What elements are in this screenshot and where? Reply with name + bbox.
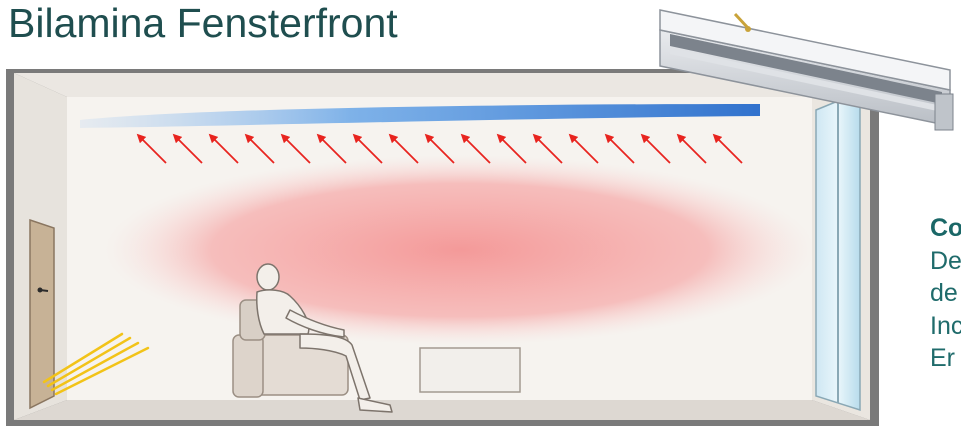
description-text: Co De de Inc Er [930, 212, 961, 375]
radiator-icon [420, 348, 520, 392]
description-line-1: De [930, 245, 961, 278]
description-heading: Co [930, 212, 961, 245]
door-icon [30, 220, 54, 408]
description-line-2: de [930, 277, 961, 310]
description-line-4: Er [930, 342, 961, 375]
heat-zone [105, 155, 815, 345]
floor [14, 400, 870, 420]
description-line-3: Inc [930, 310, 961, 343]
